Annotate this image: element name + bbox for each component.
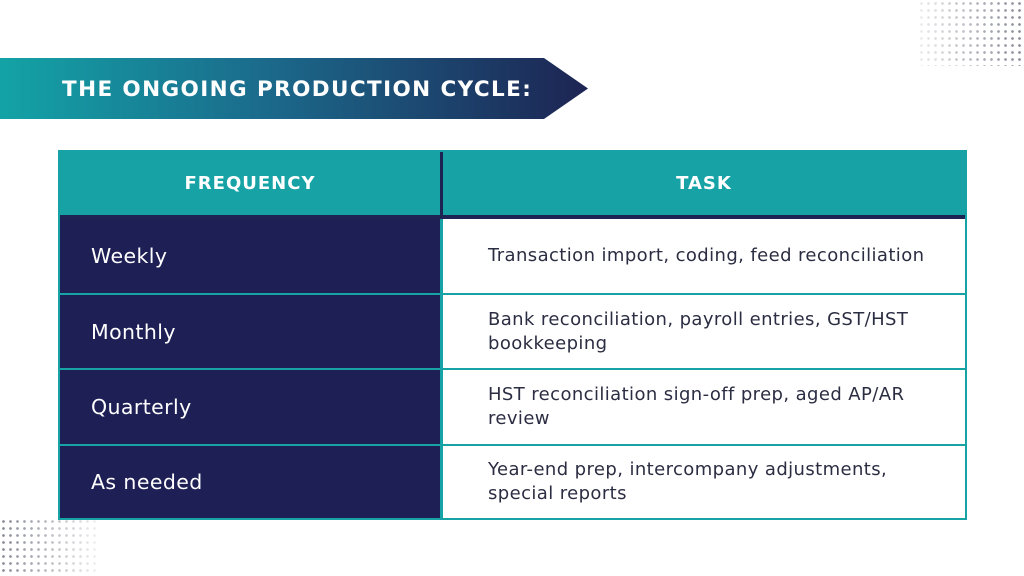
task-cell: Bank reconciliation, payroll entries, GS… (443, 295, 965, 368)
task-text: Bank reconciliation, payroll entries, GS… (488, 308, 909, 354)
row-divider (60, 368, 965, 370)
frequency-cell: Quarterly (60, 370, 440, 444)
frequency-cell: As needed (60, 446, 440, 518)
dot-pattern-decoration-bottom-left (0, 518, 100, 576)
task-text: Transaction import, coding, feed reconci… (488, 245, 925, 266)
table-row: As needed Year-end prep, intercompany ad… (60, 446, 965, 518)
frequency-text: Weekly (91, 244, 168, 268)
dot-pattern-decoration-top-right (918, 0, 1024, 66)
column-divider (440, 219, 443, 518)
table-row: Weekly Transaction import, coding, feed … (60, 219, 965, 293)
page-title: THE ONGOING PRODUCTION CYCLE: (62, 77, 533, 102)
table-body: Weekly Transaction import, coding, feed … (60, 219, 965, 518)
title-banner: THE ONGOING PRODUCTION CYCLE: (0, 58, 588, 119)
task-column-header: TASK (676, 173, 732, 194)
header-underline (60, 215, 965, 219)
frequency-column-header: FREQUENCY (184, 173, 316, 194)
frequency-cell: Weekly (60, 219, 440, 293)
task-cell: Transaction import, coding, feed reconci… (443, 219, 965, 293)
task-cell: Year-end prep, intercompany adjustments,… (443, 446, 965, 518)
row-divider (60, 293, 965, 295)
production-cycle-table: FREQUENCY TASK Weekly Transaction import… (58, 150, 967, 520)
frequency-text: Quarterly (91, 395, 192, 419)
header-column-divider (440, 152, 443, 215)
frequency-text: Monthly (91, 319, 176, 344)
task-cell: HST reconciliation sign-off prep, aged A… (443, 370, 965, 444)
task-text: Year-end prep, intercompany adjustments,… (488, 459, 888, 504)
task-text: HST reconciliation sign-off prep, aged A… (488, 384, 905, 429)
table-header: FREQUENCY TASK (60, 152, 965, 215)
table-row: Monthly Bank reconciliation, payroll ent… (60, 295, 965, 368)
frequency-text: As needed (91, 470, 203, 494)
row-divider (60, 444, 965, 446)
table-row: Quarterly HST reconciliation sign-off pr… (60, 370, 965, 444)
frequency-cell: Monthly (60, 295, 440, 368)
